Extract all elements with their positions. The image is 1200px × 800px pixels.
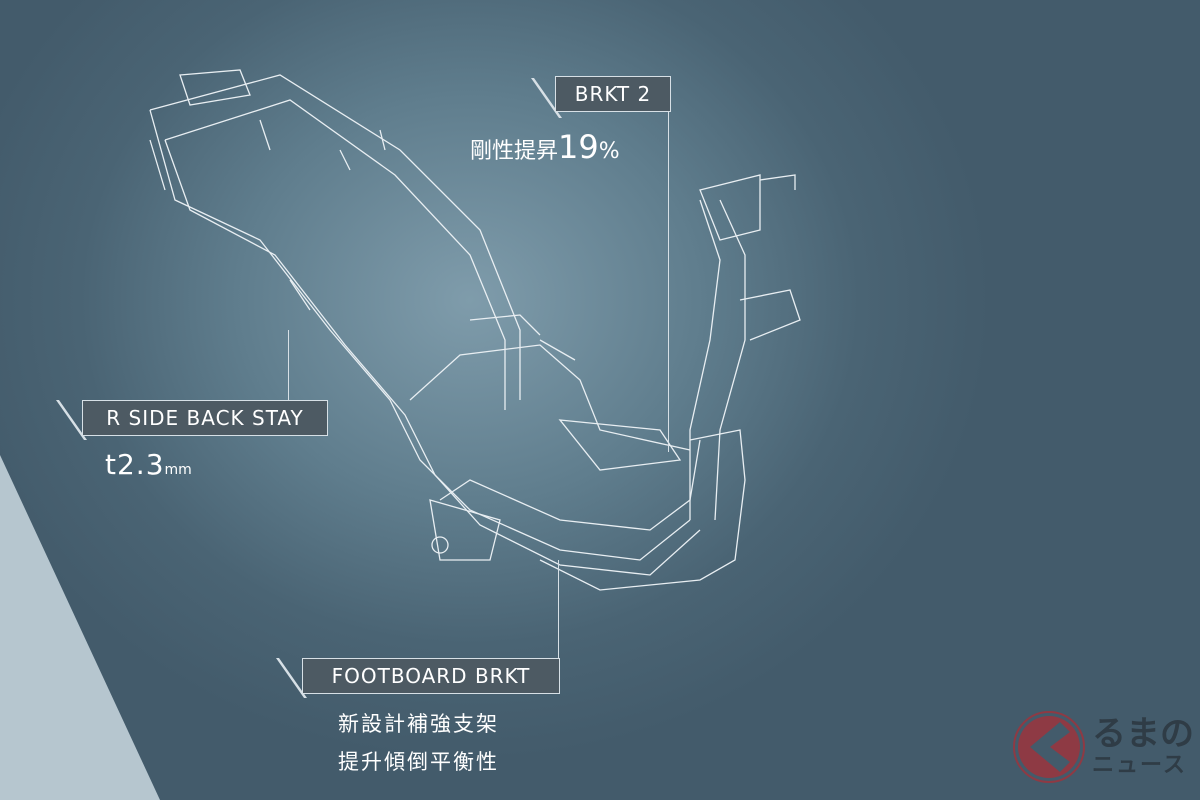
back-stay-tag: R SIDE BACK STAY xyxy=(82,400,328,436)
logo-text-bottom: ニュース xyxy=(1092,753,1187,778)
footboard-line1: 新設計補強支架 xyxy=(338,712,499,736)
footboard-title: FOOTBOARD BRKT xyxy=(331,664,531,688)
brkt2-unit: % xyxy=(598,139,620,164)
footboard-leader-line xyxy=(558,560,559,660)
back-stay-leader-line xyxy=(288,330,289,400)
back-stay-title: R SIDE BACK STAY xyxy=(106,406,304,430)
logo-text-top: るまの xyxy=(1092,714,1194,754)
brkt2-title: BRKT 2 xyxy=(574,82,652,106)
footboard-line2: 提升傾倒平衡性 xyxy=(338,750,499,774)
brkt2-value: 19 xyxy=(558,128,599,166)
brkt2-subtitle: 剛性提昇19% xyxy=(470,128,620,166)
brkt2-tag: BRKT 2 xyxy=(555,76,671,112)
footboard-tag: FOOTBOARD BRKT xyxy=(302,658,560,694)
frame-tubes xyxy=(149,69,801,591)
back-stay-value: t2.3 xyxy=(105,448,165,481)
brkt2-text: 剛性提昇 xyxy=(470,139,559,164)
kurumanonews-logo: るまの ニュース xyxy=(1012,710,1194,784)
logo-mark-icon xyxy=(1013,711,1085,783)
back-stay-unit: mm xyxy=(164,462,192,478)
back-stay-thickness: t2.3mm xyxy=(105,448,192,481)
brkt2-leader-line xyxy=(668,112,669,452)
